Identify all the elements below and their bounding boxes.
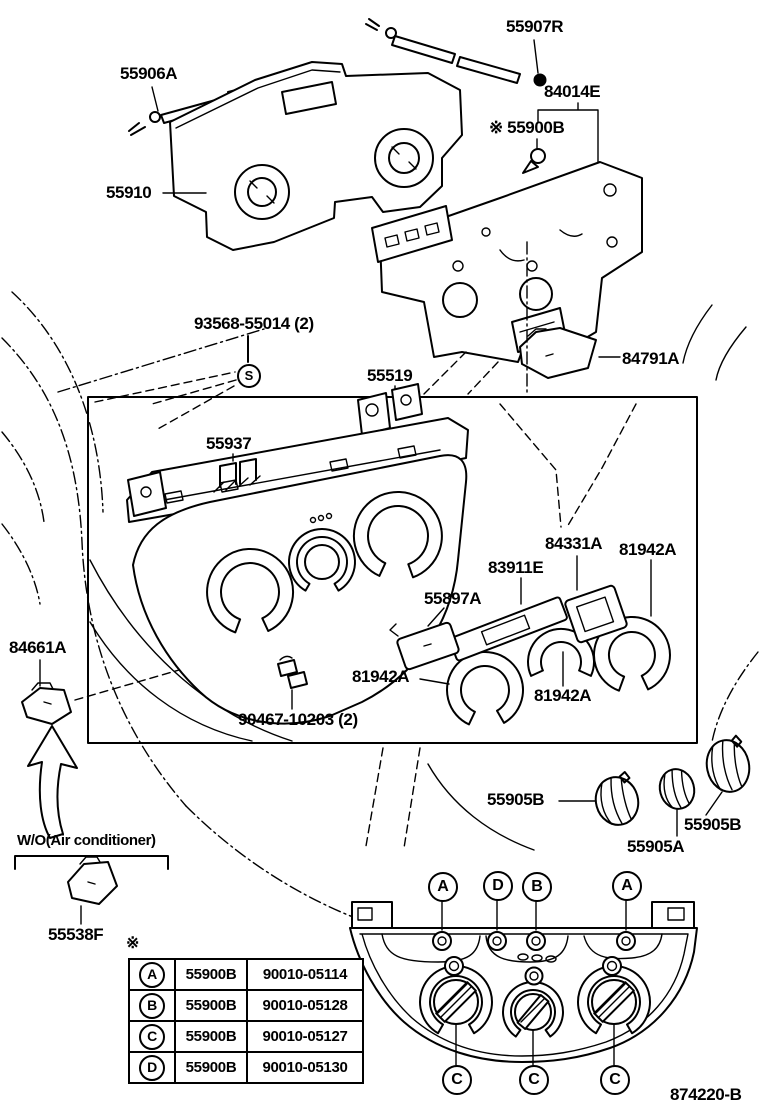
wo-air-conditioner-label: W/O(Air conditioner) [17, 832, 156, 849]
row-part: 55900B [174, 1051, 248, 1084]
part-label-55906a: 55906A [120, 64, 178, 83]
row-number: 90010-05128 [246, 989, 364, 1022]
part-label-93568: 93568-55014 (2) [194, 314, 314, 333]
row-key-badge: C [139, 1023, 165, 1050]
part-label-55905a: 55905A [627, 837, 685, 856]
part-label-55897a: 55897A [424, 589, 482, 608]
bracket-84791a [519, 327, 621, 379]
row-key-badge: A [139, 961, 165, 988]
screw-callout-b: B [522, 872, 552, 902]
switch-55897a [389, 607, 460, 671]
screw-callout-c1: C [442, 1065, 472, 1095]
retainer-rings-81942a [419, 559, 671, 726]
screw-callout-c3: C [600, 1065, 630, 1095]
screw-callout-a2: A [612, 871, 642, 901]
figure-number: 874220-B [670, 1085, 742, 1104]
row-part: 55900B [174, 989, 248, 1022]
table-row: A 55900B 90010-05114 [128, 958, 364, 991]
heater-control-unit-55910 [162, 61, 463, 251]
part-label-55907r: 55907R [506, 17, 564, 36]
screw-callout-c2: C [519, 1065, 549, 1095]
row-number: 90010-05130 [246, 1051, 364, 1084]
part-label-55910: 55910 [106, 183, 152, 202]
cap-84661a [21, 659, 78, 839]
table-row: C 55900B 90010-05127 [128, 1020, 364, 1053]
control-knobs-55905 [558, 734, 751, 837]
console-outline-curves [1, 291, 759, 923]
fastener-table: A 55900B 90010-05114 B 55900B 90010-0512… [128, 958, 364, 1084]
s-bolt-marker: S [237, 364, 261, 388]
construction-dashes [74, 241, 637, 851]
table-row: B 55900B 90010-05128 [128, 989, 364, 1022]
clip-55937 [213, 453, 261, 493]
part-label-55538f: 55538F [48, 925, 104, 944]
wo-air-conditioner-group [14, 855, 169, 925]
part-label-81942a-mid: 81942A [534, 686, 592, 705]
part-label-84331a: 84331A [545, 534, 603, 553]
bolt-93568-leaders [151, 335, 249, 431]
row-key-badge: D [139, 1054, 165, 1081]
row-part: 55900B [174, 1020, 248, 1053]
screw-callout-d: D [483, 871, 513, 901]
row-number: 90010-05114 [246, 958, 364, 991]
part-label-55900b: ※ 55900B [489, 118, 565, 137]
part-label-84661a: 84661A [9, 638, 67, 657]
switch-84331a [564, 555, 628, 644]
part-label-84791a: 84791A [622, 349, 680, 368]
assembled-panel-view [349, 897, 698, 1066]
row-part: 55900B [174, 958, 248, 991]
control-panel-assembly [126, 383, 469, 725]
row-number: 90010-05127 [246, 1020, 364, 1053]
part-label-55519: 55519 [367, 366, 413, 385]
up-arrow-icon [27, 725, 78, 839]
part-label-90467: 90467-10203 (2) [238, 710, 358, 729]
part-label-83911e: 83911E [488, 558, 544, 577]
part-label-55905b-left: 55905B [487, 790, 545, 809]
control-cable-55907r [365, 18, 547, 87]
part-label-55905b-right: 55905B [684, 815, 742, 834]
clip-90467 [277, 655, 308, 710]
screw-callout-a1: A [428, 872, 458, 902]
screw-55900b [522, 138, 546, 174]
part-label-55937: 55937 [206, 434, 252, 453]
table-row: D 55900B 90010-05130 [128, 1051, 364, 1084]
part-label-81942a-right: 81942A [619, 540, 677, 559]
part-label-81942a-left: 81942A [352, 667, 410, 686]
table-note-symbol: ※ [126, 935, 140, 952]
part-label-84014e: 84014E [544, 82, 601, 101]
row-key-badge: B [139, 992, 165, 1019]
